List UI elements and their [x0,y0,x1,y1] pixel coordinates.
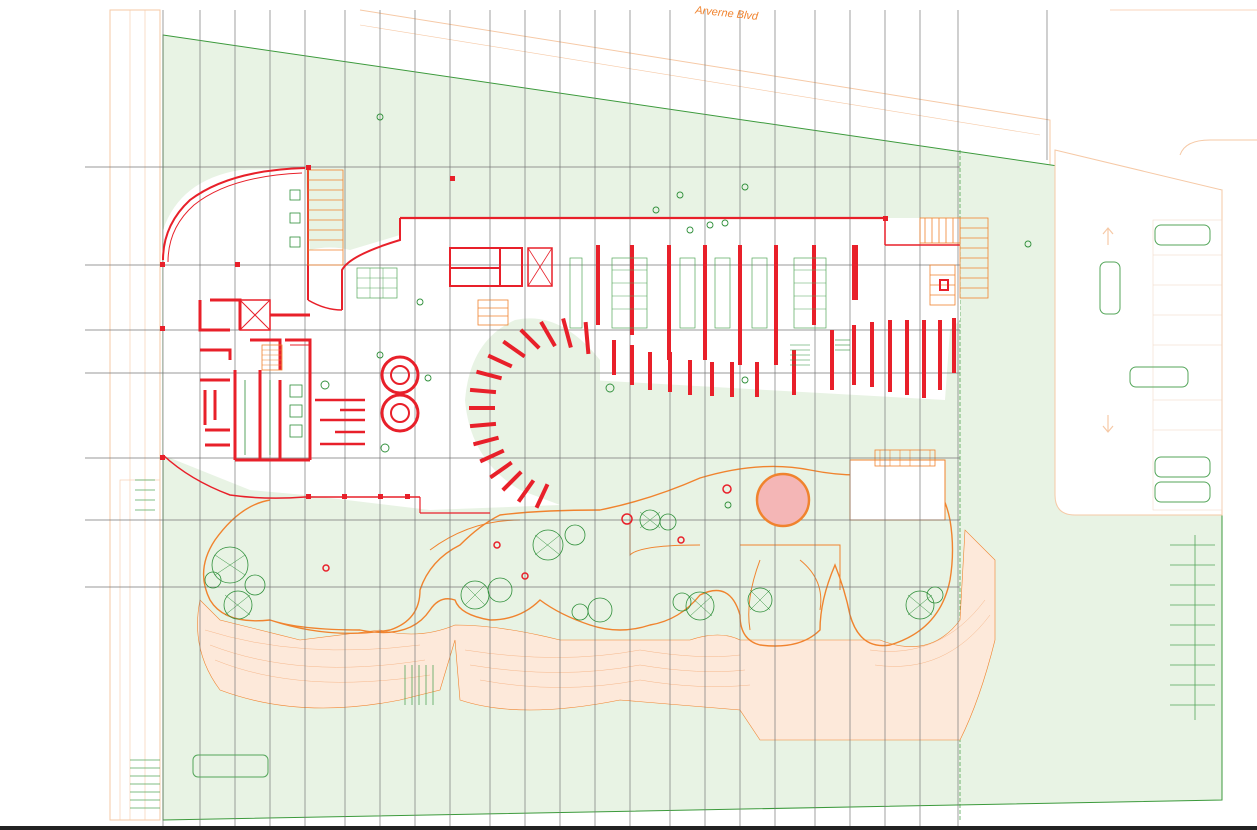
street-label: Arverne Blvd [694,4,760,23]
service-core [198,298,312,462]
stair-elevator-block [449,247,553,287]
wall-nodes [160,165,888,499]
radial-fins [469,317,591,509]
bike-rack-icon [1170,535,1215,720]
terrace-deck [197,529,996,741]
structural-grid [162,10,1048,830]
chair-icon [320,113,1032,509]
parking-lot [1054,149,1223,516]
tree-icon [204,509,944,623]
garden-pavilion-outline [202,465,954,647]
reception-desks [315,398,365,446]
car-icon [192,224,1211,778]
round-pavilion [755,472,811,528]
building-walls [162,167,960,514]
round-pods [380,355,420,433]
crosswalk [130,479,434,809]
stair-icon [919,217,989,299]
reading-tables [356,257,827,329]
arrow-down-icon [1102,415,1114,433]
garden-columns [322,484,732,580]
arrow-up-icon [1102,227,1114,245]
book-stacks [596,245,858,365]
stair-icon [307,169,344,266]
